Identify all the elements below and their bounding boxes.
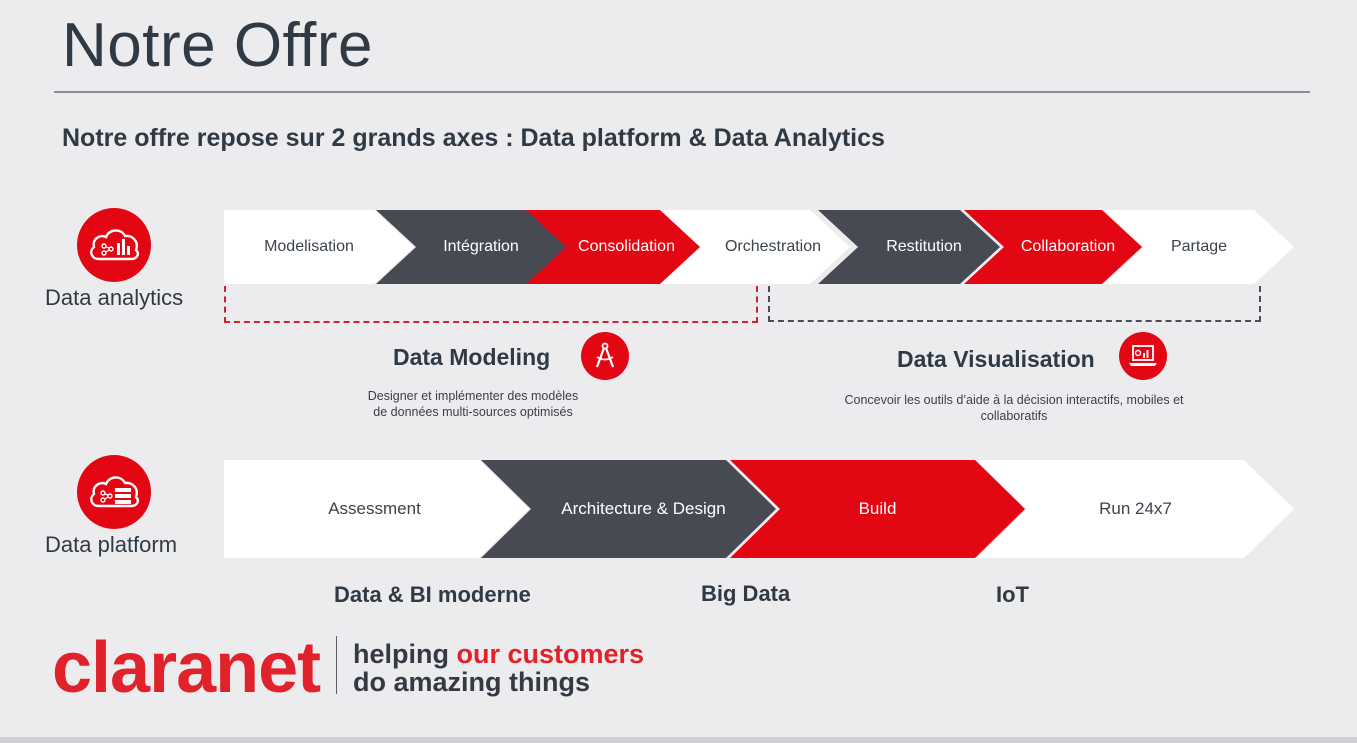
cloud-chart-icon <box>77 208 151 282</box>
brand-tagline: helping our customers do amazing things <box>353 639 645 697</box>
axis-big-data: Big Data <box>701 581 791 606</box>
data-platform-label: Data platform <box>45 532 178 557</box>
visualisation-bracket <box>768 286 1261 322</box>
step-run-24x7: Run 24x7 <box>977 460 1294 558</box>
cloud-server-icon <box>77 455 151 529</box>
page-title: Notre Offre <box>62 11 374 80</box>
analytics-process-bar: Modelisation Intégration Consolidation O… <box>224 210 1294 284</box>
axis-iot: IoT <box>996 582 1029 607</box>
page-subtitle: Notre offre repose sur 2 grands axes : D… <box>62 124 885 152</box>
step-assessment: Assessment <box>224 460 529 558</box>
laptop-dashboard-icon <box>1119 332 1167 380</box>
platform-process-bar: Assessment Architecture & Design Build R… <box>224 460 1294 558</box>
data-visualisation-description: Concevoir les outils d’aide à la décisio… <box>844 393 1184 423</box>
claranet-logo: claranet <box>52 628 321 708</box>
drafting-compass-icon <box>581 332 629 380</box>
data-modeling-description: Designer et implémenter des modèles de d… <box>367 389 579 419</box>
title-divider <box>54 91 1310 93</box>
bottom-border <box>0 737 1357 743</box>
data-modeling-title: Data Modeling <box>393 344 551 370</box>
modeling-bracket <box>224 286 758 323</box>
axis-data-bi-moderne: Data & BI moderne <box>334 582 531 607</box>
logo-separator <box>336 636 337 694</box>
data-analytics-label: Data analytics <box>45 285 184 310</box>
step-modelisation: Modelisation <box>224 210 414 284</box>
data-visualisation-title: Data Visualisation <box>897 346 1095 372</box>
step-collaboration: Collaboration <box>964 210 1142 284</box>
